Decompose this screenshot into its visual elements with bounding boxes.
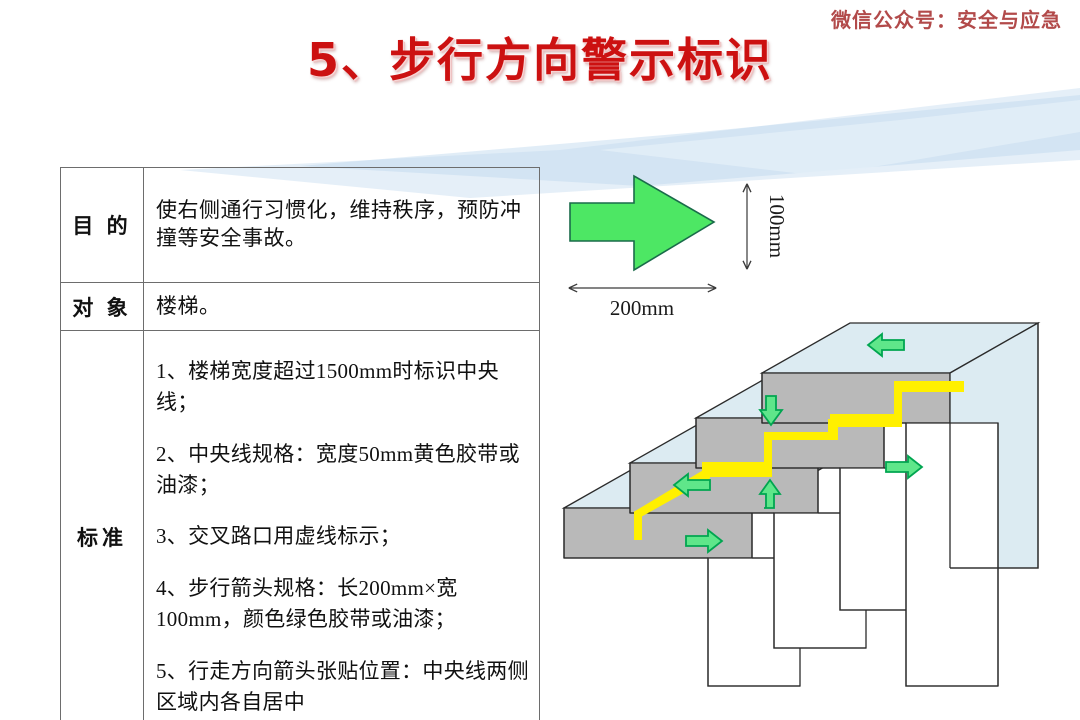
row-value-standard: 1、楼梯宽度超过1500mm时标识中央线； 2、中央线规格：宽度50mm黄色胶带…: [143, 330, 540, 720]
width-dimension-label: 200mm: [610, 296, 674, 320]
step4-front: [905, 422, 999, 687]
standard-item: 5、行走方向箭头张贴位置：中央线两侧区域内各自居中: [156, 659, 529, 714]
spec-table: 目 的 使右侧通行习惯化，维持秩序，预防冲撞等安全事故。 对 象 楼梯。 标准 …: [60, 167, 540, 720]
row-value-purpose: 使右侧通行习惯化，维持秩序，预防冲撞等安全事故。: [143, 167, 540, 283]
direction-arrow-step3-right: [885, 454, 924, 480]
yellow-centerline-step2: [706, 432, 832, 477]
table-row: 目 的 使右侧通行习惯化，维持秩序，预防冲撞等安全事故。: [60, 167, 540, 283]
page-title: 5、步行方向警示标识: [306, 33, 773, 87]
step1-riser: [563, 507, 753, 559]
green-arrow-shape: [569, 174, 716, 272]
standard-item: 1、楼梯宽度超过1500mm时标识中央线；: [156, 359, 499, 414]
stairs-diagram: [560, 318, 1072, 718]
row-label-purpose: 目 的: [60, 167, 144, 283]
direction-arrow-step4-left: [866, 332, 905, 358]
row-label-standard: 标准: [60, 330, 144, 720]
direction-arrow-step2-up: [758, 478, 782, 509]
height-dimension-label: 100mm: [765, 194, 789, 258]
table-row: 标准 1、楼梯宽度超过1500mm时标识中央线； 2、中央线规格：宽度50mm黄…: [60, 330, 540, 720]
direction-arrow-step2-left: [672, 472, 711, 498]
row-value-target: 楼梯。: [143, 282, 540, 331]
direction-arrow-step1-right: [685, 528, 724, 554]
yellow-centerline-step3: [828, 384, 964, 436]
row-label-target: 对 象: [60, 282, 144, 331]
watermark-text: 微信公众号：安全与应急: [831, 10, 1062, 32]
table-row: 对 象 楼梯。: [60, 282, 540, 331]
standard-item: 2、中央线规格：宽度50mm黄色胶带或油漆；: [156, 441, 520, 497]
standard-item: 4、步行箭头规格：长200mm×宽100mm，颜色绿色胶带或油漆；: [156, 576, 458, 632]
standard-item: 3、交叉路口用虚线标示；: [156, 524, 402, 549]
direction-arrow-step3-down: [758, 395, 784, 427]
arrow-spec-diagram: 200mm 100mm: [556, 160, 806, 330]
